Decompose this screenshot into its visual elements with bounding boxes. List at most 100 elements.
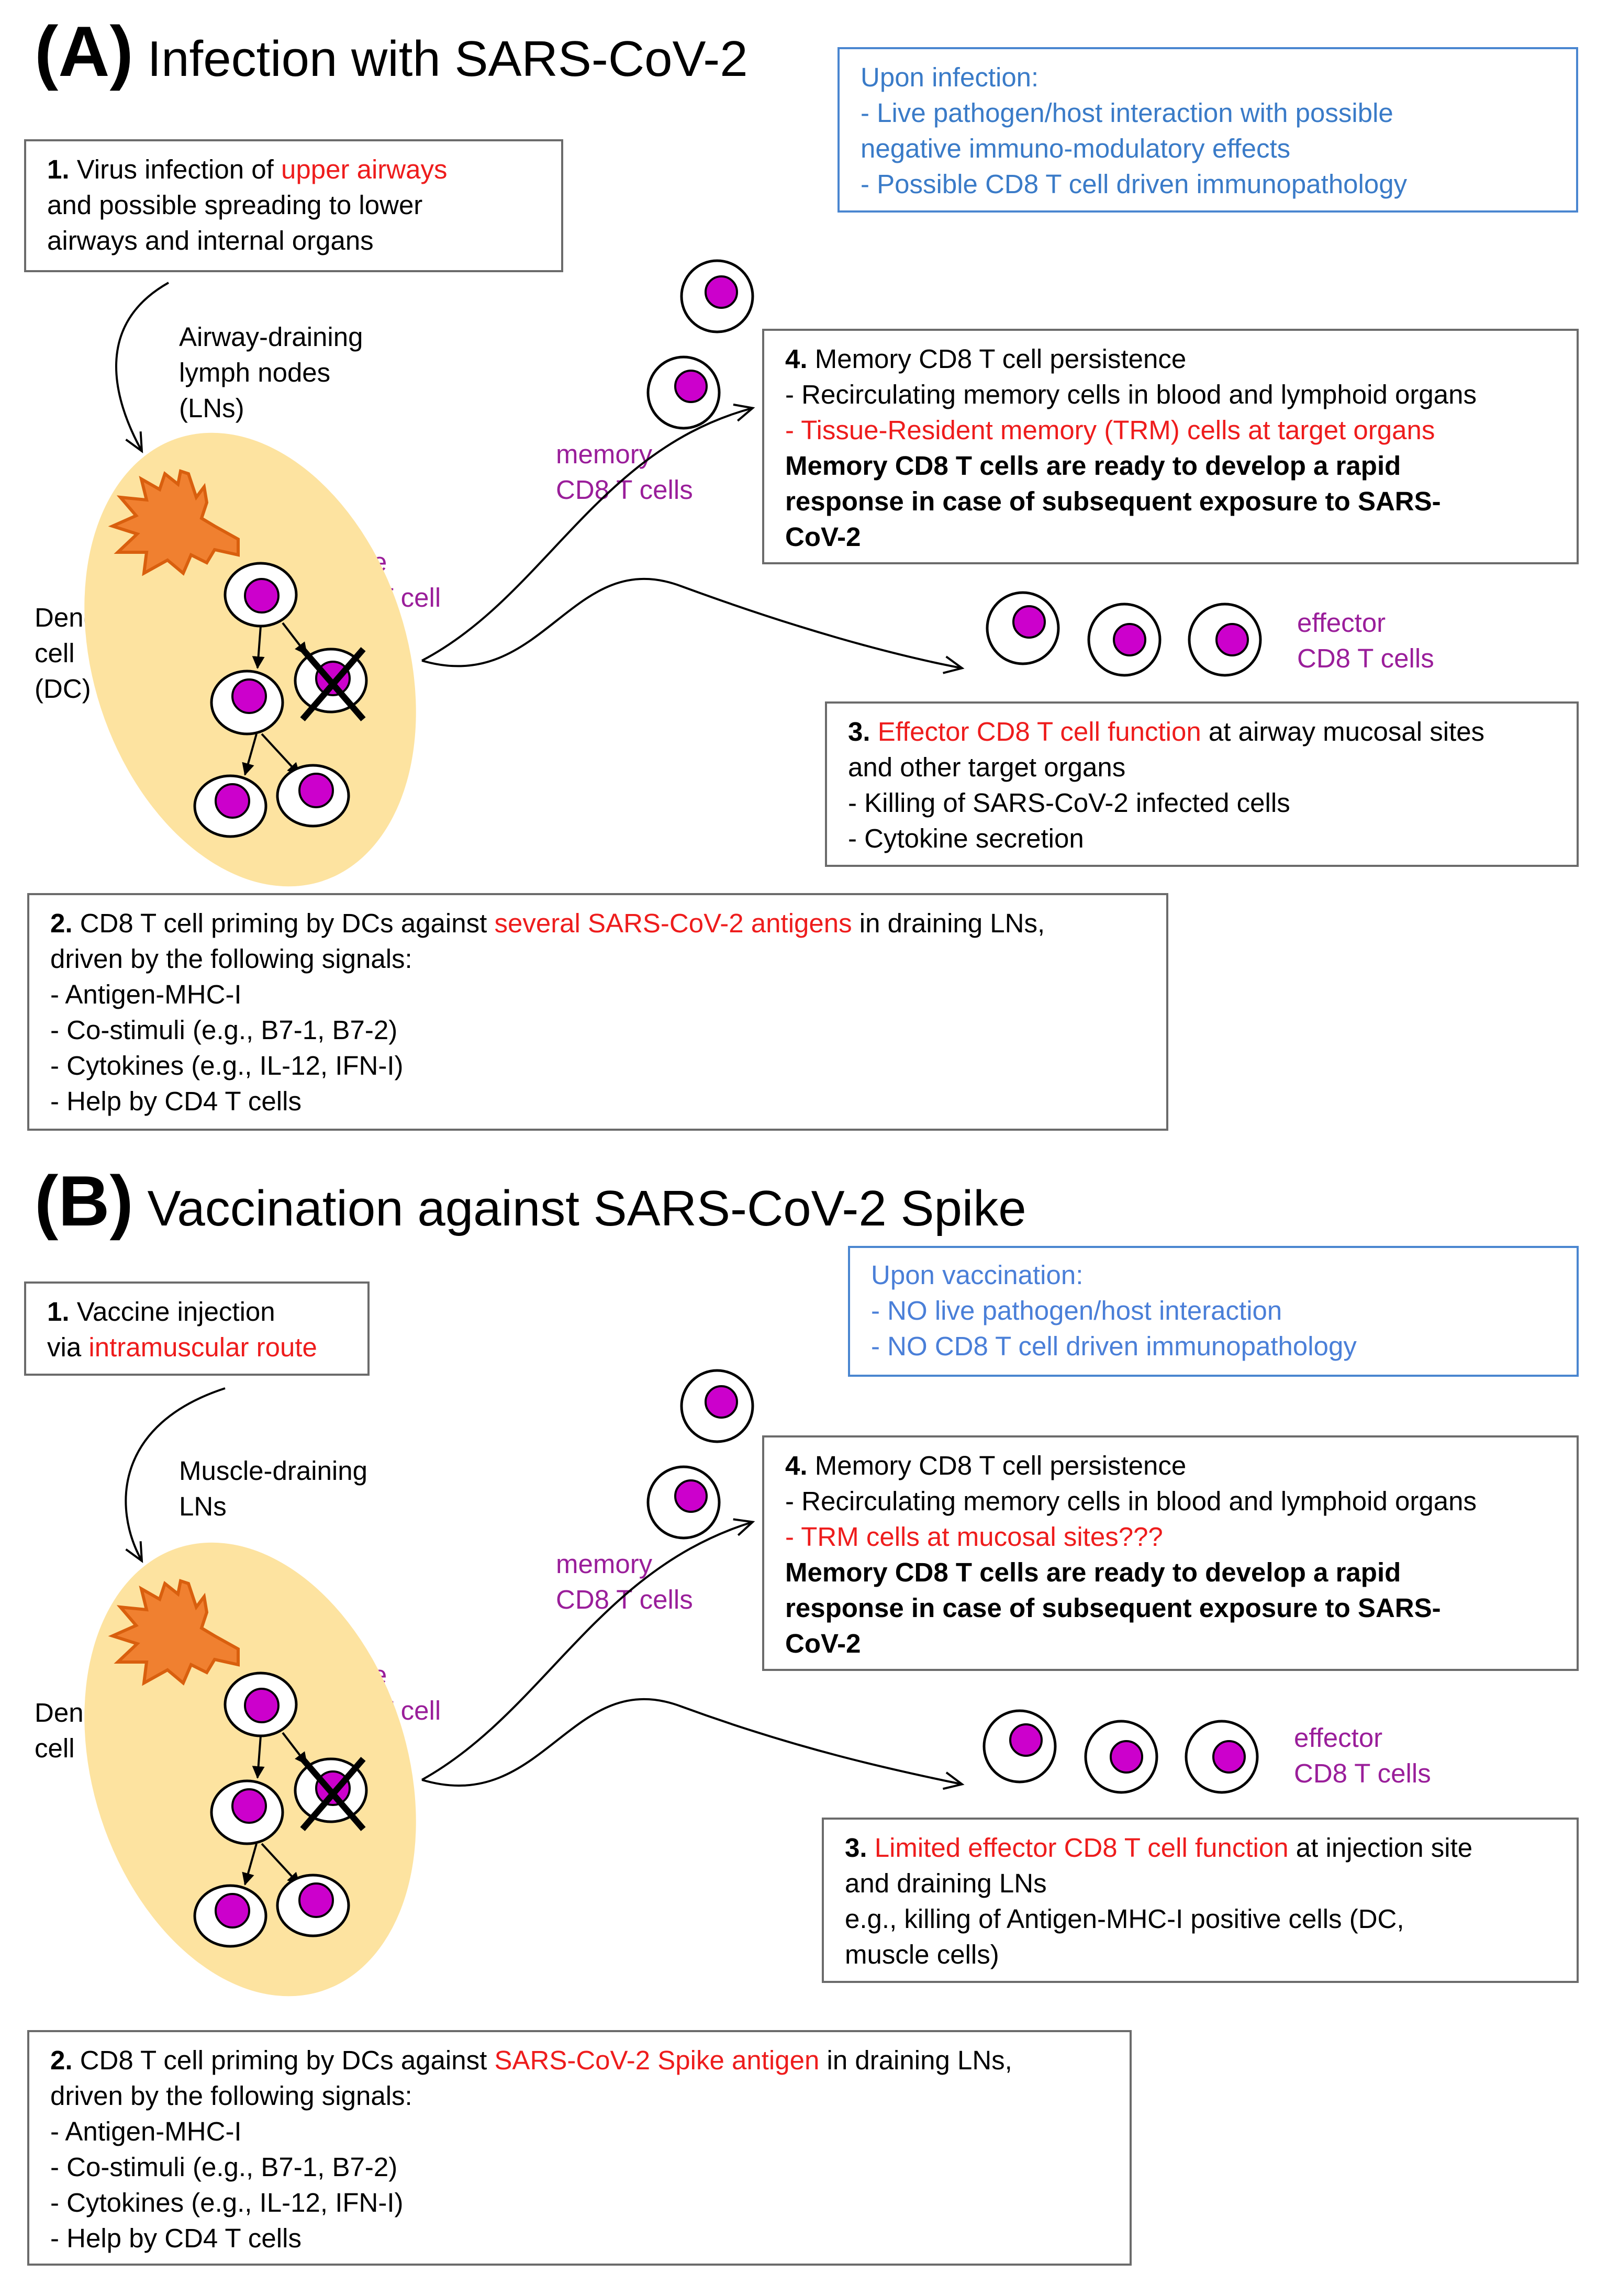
panel-b-step1-box: 1. Vaccine injection via intramuscular r… bbox=[24, 1281, 370, 1376]
activated-cd8-t-cell bbox=[210, 1779, 284, 1845]
arrow-step1-to-node bbox=[125, 1387, 226, 1563]
lymph-node-ellipse bbox=[84, 432, 416, 887]
effector-cd8-t-cell bbox=[982, 1709, 1057, 1784]
step2-line: - Co-stimuli (e.g., B7-1, B7-2) bbox=[50, 1015, 398, 1045]
deleted-cd8-t-cell bbox=[294, 647, 368, 721]
step1-highlight: intramuscular route bbox=[88, 1332, 317, 1362]
node-label-line: Airway-draining bbox=[179, 322, 363, 352]
panel-b-step2-box: 2. CD8 T cell priming by DCs against SAR… bbox=[27, 2030, 1132, 2266]
panel-a-step4-box: 4. Memory CD8 T cell persistence - Recir… bbox=[762, 329, 1579, 564]
dc-label-line: (DC) bbox=[35, 674, 91, 704]
step2-text: CD8 T cell priming by DCs against bbox=[72, 908, 495, 938]
step2-line: - Co-stimuli (e.g., B7-1, B7-2) bbox=[50, 2152, 398, 2182]
step2-text: in draining LNs, bbox=[852, 908, 1045, 938]
expanded-cd8-t-cell bbox=[193, 1884, 267, 1948]
note-line: - Possible CD8 T cell driven immunopatho… bbox=[861, 169, 1408, 199]
step-number: 3. bbox=[848, 717, 870, 746]
expanded-cd8-t-cell bbox=[276, 1874, 350, 1937]
note-line: - NO CD8 T cell driven immunopathology bbox=[871, 1331, 1357, 1361]
expanded-cd8-t-cell bbox=[276, 764, 350, 828]
step-number: 1. bbox=[47, 1297, 70, 1327]
memory-cd8-t-cell bbox=[680, 259, 754, 333]
note-line: Upon vaccination: bbox=[871, 1260, 1084, 1290]
note-line: negative immuno-modulatory effects bbox=[861, 133, 1291, 163]
step3-text: at airway mucosal sites bbox=[1201, 717, 1485, 746]
panel-a-node-label: Airway-draining lymph nodes (LNs) bbox=[179, 319, 363, 426]
node-label-line: lymph nodes bbox=[179, 358, 331, 387]
arrow-to-memory bbox=[421, 1518, 755, 1781]
effector-cd8-t-cell bbox=[986, 591, 1060, 665]
panel-b-step3-box: 3. Limited effector CD8 T cell function … bbox=[822, 1818, 1579, 1983]
priming-arrow bbox=[252, 626, 265, 669]
effector-cd8-t-cell bbox=[1185, 1720, 1259, 1794]
activated-cd8-t-cell bbox=[210, 670, 284, 735]
step3-line: and other target organs bbox=[848, 752, 1126, 782]
step3-line: - Cytokine secretion bbox=[848, 823, 1084, 853]
note-line: - NO live pathogen/host interaction bbox=[871, 1296, 1282, 1325]
effector-label-line: effector bbox=[1297, 608, 1386, 638]
step3-text: at injection site bbox=[1288, 1833, 1473, 1863]
expansion-arrow bbox=[261, 1843, 300, 1886]
priming-arrow bbox=[252, 1735, 265, 1779]
node-label-line: LNs bbox=[179, 1491, 227, 1521]
step-number: 3. bbox=[845, 1833, 867, 1863]
step4-bold-line: CoV-2 bbox=[785, 522, 861, 552]
step2-line: - Cytokines (e.g., IL-12, IFN-I) bbox=[50, 2188, 404, 2217]
step4-line: - Recirculating memory cells in blood an… bbox=[785, 1486, 1477, 1516]
naive-cd8-t-cell bbox=[224, 1671, 298, 1737]
node-label-line: (LNs) bbox=[179, 393, 244, 423]
step2-line: - Help by CD4 T cells bbox=[50, 1086, 302, 1116]
panel-b-memory-label: memory CD8 T cells bbox=[556, 1546, 693, 1618]
dendritic-cell-shape bbox=[108, 1579, 240, 1686]
step2-line: - Antigen-MHC-I bbox=[50, 2116, 242, 2146]
dc-label-line: cell bbox=[35, 638, 75, 668]
panel-a-memory-label: memory CD8 T cells bbox=[556, 437, 693, 508]
step3-line: - Killing of SARS-CoV-2 infected cells bbox=[848, 788, 1290, 818]
expansion-arrow bbox=[242, 733, 258, 776]
panel-b-graphics bbox=[84, 1369, 1259, 1997]
dendritic-cell-shape bbox=[108, 469, 240, 576]
dc-label-line: cell bbox=[35, 1733, 75, 1763]
step2-line: - Cytokines (e.g., IL-12, IFN-I) bbox=[50, 1051, 404, 1080]
expansion-arrow bbox=[261, 733, 300, 776]
step4-bold-line: Memory CD8 T cells are ready to develop … bbox=[785, 1557, 1401, 1587]
step3-line: e.g., killing of Antigen-MHC-I positive … bbox=[845, 1904, 1404, 1934]
step1-line: and possible spreading to lower bbox=[47, 190, 423, 220]
memory-label-line: CD8 T cells bbox=[556, 1585, 693, 1614]
memory-label-line: memory bbox=[556, 1549, 653, 1579]
step1-text: Virus infection of bbox=[69, 154, 281, 184]
effector-label-line: CD8 T cells bbox=[1297, 643, 1434, 673]
step1-text: via bbox=[47, 1332, 89, 1362]
note-line: - Live pathogen/host interaction with po… bbox=[861, 98, 1393, 128]
memory-cd8-t-cell bbox=[646, 355, 721, 430]
step4-bold-line: response in case of subsequent exposure … bbox=[785, 1593, 1441, 1623]
step4-title: Memory CD8 T cell persistence bbox=[807, 344, 1187, 374]
memory-label-line: memory bbox=[556, 439, 653, 469]
panel-a-step1-box: 1. Virus infection of upper airways and … bbox=[24, 139, 563, 272]
step-number: 1. bbox=[47, 154, 70, 184]
step2-line: driven by the following signals: bbox=[50, 2081, 412, 2111]
memory-label-line: CD8 T cells bbox=[556, 475, 693, 505]
step4-line: - Tissue-Resident memory (TRM) cells at … bbox=[785, 415, 1435, 445]
step4-bold-line: Memory CD8 T cells are ready to develop … bbox=[785, 451, 1401, 481]
arrow-step1-to-node bbox=[115, 282, 169, 453]
step2-highlight: several SARS-CoV-2 antigens bbox=[494, 908, 852, 938]
note-line: Upon infection: bbox=[861, 62, 1039, 92]
panel-b-heading: (B) Vaccination against SARS-CoV-2 Spike bbox=[35, 1160, 1026, 1242]
step2-line: - Help by CD4 T cells bbox=[50, 2223, 302, 2253]
effector-cd8-t-cell bbox=[1087, 603, 1162, 677]
step1-highlight: upper airways bbox=[281, 154, 448, 184]
step4-bold-line: response in case of subsequent exposure … bbox=[785, 486, 1441, 516]
expanded-cd8-t-cell bbox=[193, 774, 267, 838]
step2-line: - Antigen-MHC-I bbox=[50, 979, 242, 1009]
step2-text: CD8 T cell priming by DCs against bbox=[72, 2045, 495, 2075]
step-number: 2. bbox=[50, 908, 73, 938]
panel-b-label: (B) bbox=[35, 1161, 133, 1241]
panel-a-graphics bbox=[84, 259, 1262, 887]
panel-a-infection-note: Upon infection: - Live pathogen/host int… bbox=[838, 47, 1578, 213]
memory-cd8-t-cell bbox=[646, 1465, 721, 1540]
step3-line: and draining LNs bbox=[845, 1868, 1047, 1898]
panel-b-vaccination-note: Upon vaccination: - NO live pathogen/hos… bbox=[848, 1246, 1579, 1377]
step4-line: - TRM cells at mucosal sites??? bbox=[785, 1522, 1163, 1552]
